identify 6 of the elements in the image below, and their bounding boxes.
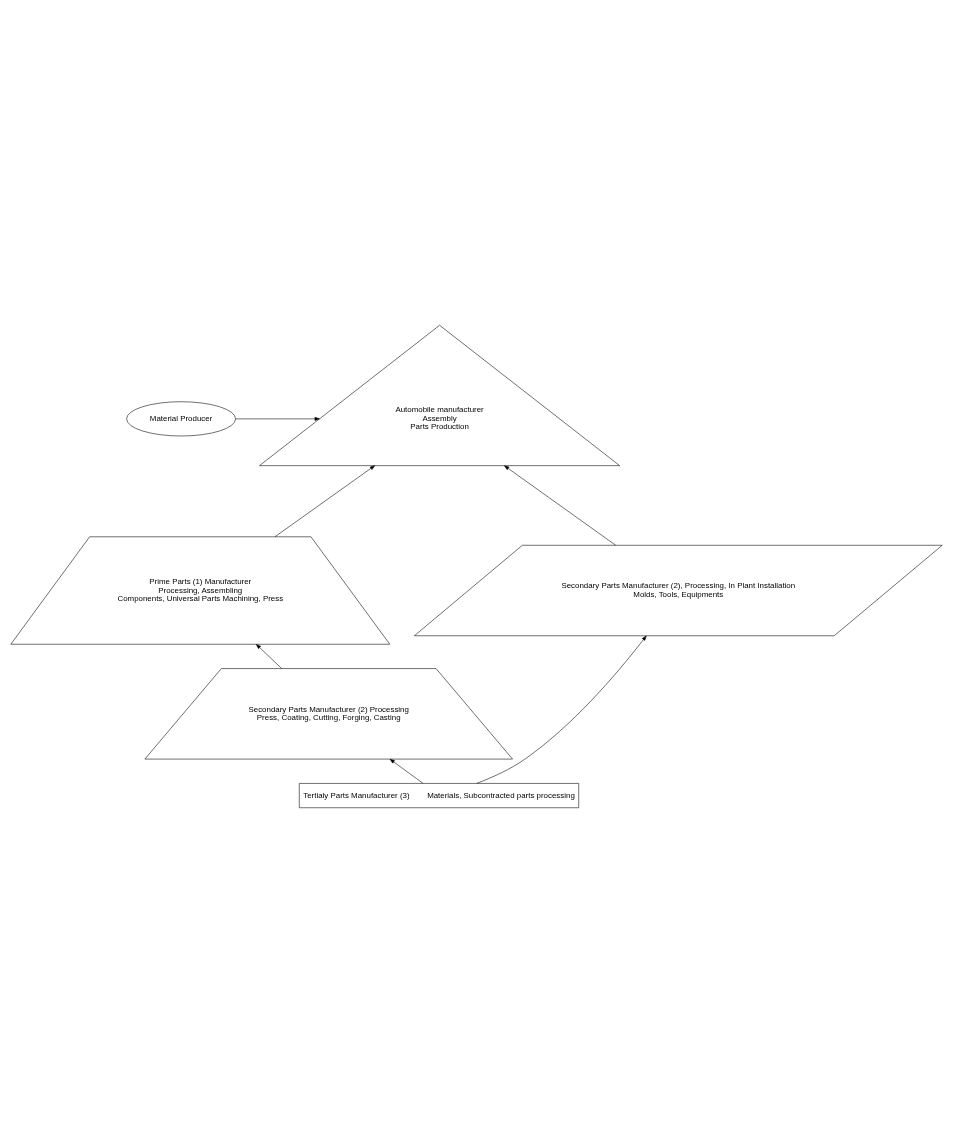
arrow [235, 416, 320, 421]
arrow [504, 465, 616, 546]
arrow [476, 635, 647, 784]
arrow [256, 643, 282, 669]
arrow [389, 758, 424, 784]
arrow [274, 464, 375, 537]
